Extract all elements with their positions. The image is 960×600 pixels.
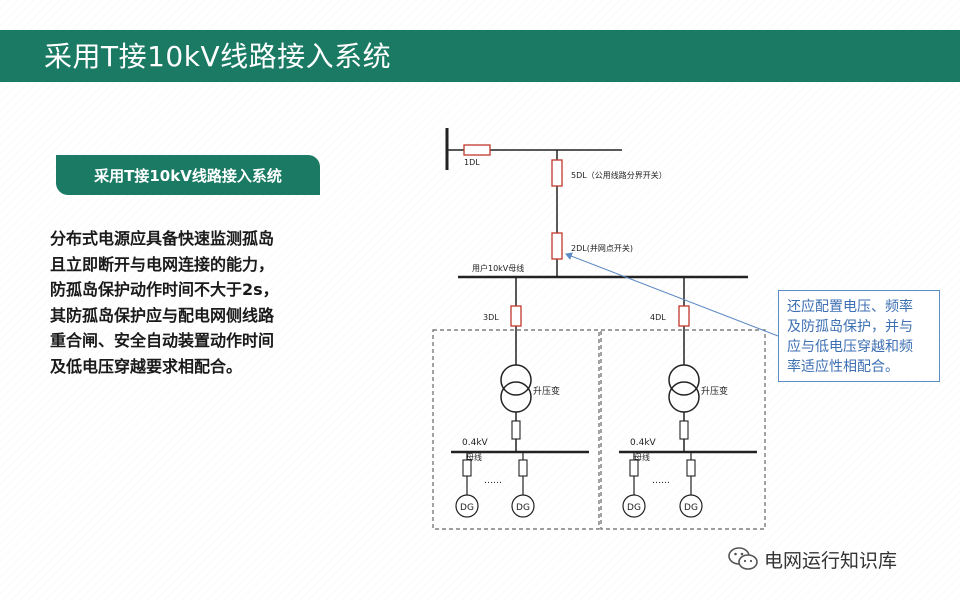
transformer-right-secondary bbox=[668, 381, 700, 413]
body-line: 重合闸、安全自动装置动作时间 bbox=[50, 331, 275, 350]
user-bus-label: 用户10kV母线 bbox=[472, 263, 524, 273]
breaker-5dl-label: 5DL（公用线路分界开关） bbox=[571, 170, 667, 180]
transformer-right-primary bbox=[668, 364, 700, 396]
dg-1-label: DG bbox=[460, 503, 474, 513]
dg-2 bbox=[511, 494, 535, 518]
subtitle-box: 采用T接10kV线路接入系统 bbox=[56, 155, 320, 195]
breaker-3dl bbox=[510, 305, 522, 327]
generation-unit-left-box bbox=[432, 329, 600, 530]
transformer-left-secondary bbox=[500, 381, 532, 413]
title-bar bbox=[0, 30, 960, 82]
callout-pointer bbox=[565, 252, 779, 337]
body-line: 防孤岛保护动作时间不大于2s， bbox=[50, 280, 279, 299]
generation-unit-right-box bbox=[600, 329, 766, 530]
breaker-3dl-label: 3DL bbox=[483, 313, 499, 322]
body-line: 其防孤岛保护应与配电网侧线路 bbox=[50, 305, 275, 325]
transformer-left-primary bbox=[500, 364, 532, 396]
breaker-1dl-label: 1DL bbox=[464, 158, 480, 167]
dg-breaker-3 bbox=[629, 459, 639, 477]
dg-breaker-4 bbox=[686, 459, 696, 477]
dg-4-label: DG bbox=[684, 503, 698, 513]
body-line: 且立即断开与电网连接的能力， bbox=[50, 254, 275, 274]
body-text: 分布式电源应具备快速监测孤岛 且立即断开与电网连接的能力， 防孤岛保护动作时间不… bbox=[50, 226, 335, 379]
dg-breaker-2 bbox=[518, 459, 528, 477]
dg-breaker-1 bbox=[462, 459, 472, 477]
watermark-text: 电网运行知识库 bbox=[764, 549, 898, 572]
lv-bus-right-label: 0.4kV bbox=[630, 438, 657, 448]
dg-3-label: DG bbox=[627, 503, 641, 513]
lv-breaker-right bbox=[679, 420, 689, 440]
breaker-4dl bbox=[678, 305, 690, 327]
watermark: 电网运行知识库 bbox=[728, 545, 897, 573]
callout-line: 应与低电压穿越和频 bbox=[787, 339, 913, 355]
callout-line: 及防孤岛保护，并与 bbox=[787, 319, 913, 335]
breaker-4dl-label: 4DL bbox=[650, 313, 666, 322]
breaker-5dl bbox=[551, 159, 563, 187]
dg-4 bbox=[679, 494, 703, 518]
dots-left: …… bbox=[484, 476, 502, 486]
transformer-right-label: 升压变 bbox=[701, 385, 728, 397]
callout-line: 还应配置电压、频率 bbox=[787, 299, 913, 315]
page-title: 采用T接10kV线路接入系统 bbox=[44, 40, 392, 73]
callout-box: 还应配置电压、频率 及防孤岛保护，并与 应与低电压穿越和频 率适应性相配合。 bbox=[778, 290, 940, 382]
lv-bus-right-label-2: 母线 bbox=[634, 452, 650, 462]
lv-bus-left-label: 0.4kV bbox=[462, 438, 489, 448]
breaker-2dl-label: 2DL(并网点开关) bbox=[571, 243, 633, 253]
callout-line: 率适应性相配合。 bbox=[787, 359, 899, 375]
body-line: 分布式电源应具备快速监测孤岛 bbox=[50, 229, 275, 248]
wechat-icon bbox=[728, 547, 758, 570]
lv-breaker-left bbox=[511, 420, 521, 440]
body-line: 及低电压穿越要求相配合。 bbox=[50, 356, 243, 376]
dg-2-label: DG bbox=[516, 503, 530, 513]
dg-1 bbox=[455, 494, 479, 518]
breaker-2dl bbox=[551, 232, 563, 260]
lv-bus-left-label-2: 母线 bbox=[466, 452, 482, 462]
dg-3 bbox=[622, 494, 646, 518]
dots-right: …… bbox=[652, 476, 670, 486]
transformer-left-label: 升压变 bbox=[533, 385, 560, 397]
breaker-1dl bbox=[463, 144, 491, 156]
